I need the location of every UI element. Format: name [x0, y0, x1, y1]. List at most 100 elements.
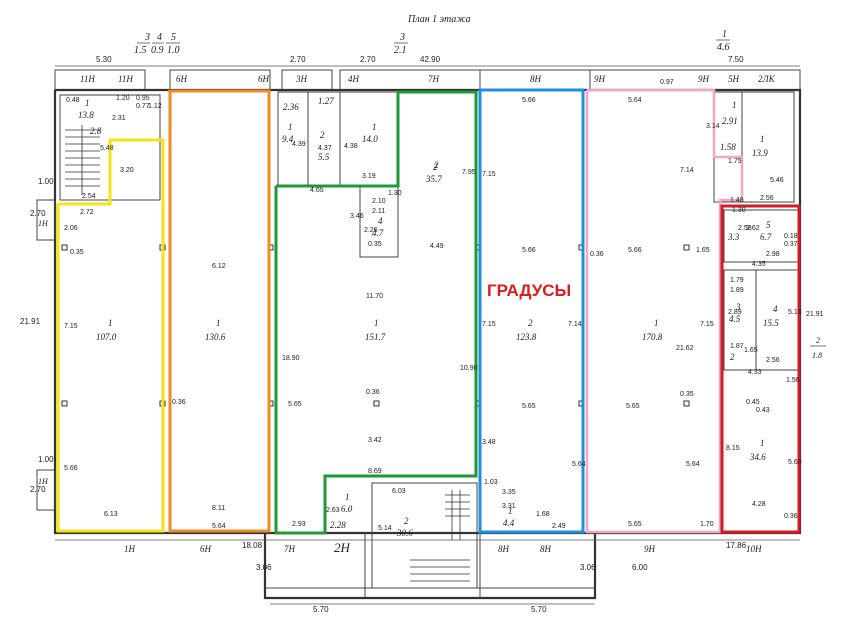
dim-2-70-b: 2.70: [360, 55, 376, 64]
dim: 1.65: [744, 347, 758, 354]
dim-2-70-a: 2.70: [290, 55, 306, 64]
dim: 8.69: [368, 468, 382, 475]
dim: 3.31: [502, 503, 516, 510]
top-dimensions: 5.30 2.70 2.70 42.90 7.50: [54, 55, 801, 91]
dim: 21.91: [806, 311, 824, 318]
room-num: 1: [216, 318, 221, 328]
dim-6-00: 6.00: [632, 563, 648, 572]
small-labels: 2.8 2.36 1.27 2 5.5 3.3 1.58 2.91 2.28 1…: [90, 96, 740, 530]
dim: 7.14: [680, 167, 694, 174]
mark-3b-bot: 2.1: [394, 45, 407, 56]
dim: 2.58: [738, 225, 752, 232]
dim: 5.65: [628, 521, 642, 528]
axis-b-7n: 7Н: [284, 544, 296, 554]
room-area: 13.9: [752, 148, 768, 158]
axis-2lk: 2ЛК: [758, 74, 776, 84]
room-num: 5: [766, 220, 771, 230]
dim: 8.11: [212, 505, 225, 512]
interior-dimensions: 0.48 1.20 0.95 0.77 1.12 2.31 5.48 3.20 …: [64, 79, 824, 532]
dim-5-30: 5.30: [96, 55, 112, 64]
axis-3n: 3Н: [295, 74, 308, 84]
axis-b-2n: 2Н: [334, 540, 351, 555]
axis-b-9n: 9Н: [644, 544, 656, 554]
dim: 2.56: [760, 195, 774, 202]
axis-left-1n-a: 1Н: [38, 219, 49, 228]
dim: 3.46: [350, 213, 364, 220]
dim: 5.65: [626, 403, 640, 410]
dim: 0.35: [680, 391, 694, 398]
dim: 5.64: [628, 97, 642, 104]
axis-6n-a: 6Н: [176, 74, 188, 84]
dim-17-86: 17.86: [726, 541, 747, 550]
dim: 2.62: [746, 225, 760, 232]
dim: 4.33: [748, 369, 762, 376]
dim: 2.31: [112, 115, 126, 122]
room-num: 1: [654, 318, 659, 328]
dim: 0.36: [784, 513, 798, 520]
room-num: 1: [760, 134, 765, 144]
room-num: 3: [735, 302, 741, 312]
dim: 7.15: [482, 321, 496, 328]
dim: 2.56: [766, 357, 780, 364]
room-area: 34.6: [749, 452, 766, 462]
dim: 21.62: [676, 345, 694, 352]
dim-18-08: 18.08: [242, 541, 263, 550]
axis-9n-b: 9Н: [698, 74, 710, 84]
stair-bottom: [371, 482, 478, 589]
room-area: 35.7: [425, 174, 442, 184]
bottom-dimensions: 18.08 17.86 6.00 5.70 5.70: [55, 539, 800, 614]
dim: 4.65: [310, 187, 324, 194]
side-dimensions: 1.00 2.70 21.91 1.00 2.70 3.06 3.06 1Н 1…: [20, 177, 826, 572]
dim-left-1-00-a: 1.00: [38, 177, 54, 186]
dim: 1.12: [148, 103, 162, 110]
dim: 2.93: [292, 521, 306, 528]
axis-11n-a: 11Н: [80, 74, 95, 84]
dim: 3.19: [362, 173, 376, 180]
axis-labels-top: 11Н 11Н 6Н 6Н 3Н 4Н 7Н 8Н 9Н 9Н 5Н 2ЛК: [80, 74, 776, 84]
zone-red: [720, 204, 801, 534]
dim: 6.12: [212, 263, 226, 270]
dim: 0.95: [136, 95, 150, 102]
dim: 5.66: [64, 465, 78, 472]
dim: 5.66: [522, 247, 536, 254]
dim: 7.15: [482, 171, 496, 178]
lbl-2-91: 2.91: [722, 116, 738, 126]
dim: 7.15: [700, 321, 714, 328]
dim: 10.90: [460, 365, 478, 372]
dim: 2.26: [364, 227, 378, 234]
dim-5-70-a: 5.70: [313, 605, 329, 614]
dim: 4.37: [318, 145, 332, 152]
axis-b-10n: 10Н: [746, 544, 762, 554]
dim-bottom-3-06-a: 3.06: [256, 563, 272, 572]
dim: 1.30: [732, 207, 746, 214]
dim: 0.36: [172, 399, 186, 406]
dim: 5.48: [100, 145, 114, 152]
dim: 1.20: [116, 95, 130, 102]
right-mark-bot: 1.8: [812, 351, 822, 360]
room-num: 1: [374, 318, 379, 328]
axis-b-1n: 1Н: [124, 544, 136, 554]
room-area: 9.4: [282, 134, 294, 144]
axis-left-1n-b: 1Н: [38, 477, 49, 486]
room-area: 4.5: [729, 314, 741, 324]
dim: 4.35: [752, 261, 766, 268]
dim: 0.35: [70, 249, 84, 256]
room-num: 4: [773, 304, 778, 314]
axis-5n: 5Н: [728, 74, 740, 84]
room-area: 6.0: [341, 504, 353, 514]
lbl-1-27: 1.27: [318, 96, 334, 106]
room-area: 123.8: [516, 332, 537, 342]
room-area: 6.7: [760, 232, 772, 242]
room-num: 1: [508, 506, 513, 516]
dim: 2.98: [766, 251, 780, 258]
room-num: 2: [528, 318, 533, 328]
dim: 2.89: [728, 309, 742, 316]
zone-orange: [168, 89, 271, 533]
lbl-3-3: 3.3: [727, 232, 740, 242]
dim: 5.64: [572, 461, 586, 468]
dim: 5.46: [770, 177, 784, 184]
room-num: 2: [404, 516, 409, 526]
room-area: 30.6: [396, 528, 413, 538]
dim-42-90: 42.90: [420, 55, 441, 64]
